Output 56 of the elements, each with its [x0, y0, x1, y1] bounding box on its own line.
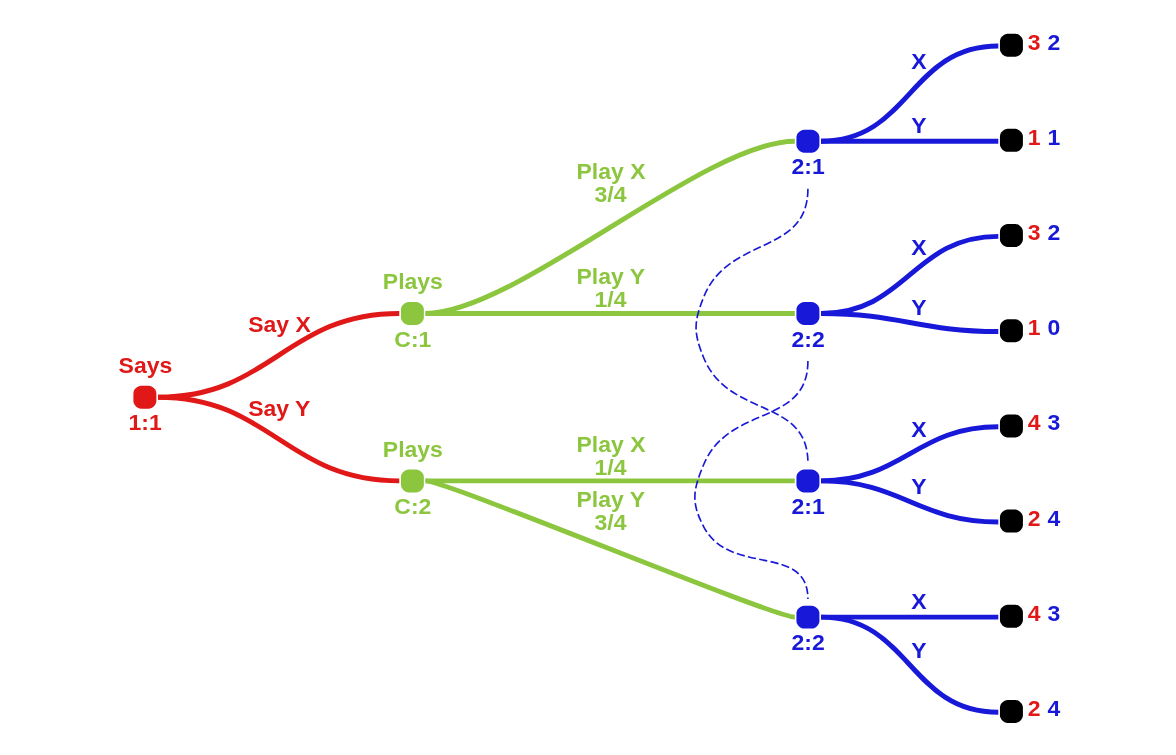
connector — [425, 138, 796, 316]
node-label: 4 — [1027, 409, 1041, 436]
edge-label: Y — [911, 112, 927, 139]
connector — [821, 138, 999, 144]
node-label: 3 — [1047, 409, 1061, 436]
connector — [424, 478, 796, 620]
node-circle — [999, 509, 1023, 533]
connector — [157, 394, 400, 484]
node-label: 4 — [1047, 504, 1061, 531]
connector — [425, 311, 795, 316]
node-circle — [999, 33, 1023, 57]
node-label: 1 — [1047, 123, 1061, 150]
node-label: 0 — [1047, 314, 1061, 341]
node-label: 3 — [1027, 218, 1041, 245]
edge-label: X — [911, 233, 927, 260]
edge-label: X — [911, 415, 927, 442]
node-label: 2:2 — [791, 629, 825, 656]
connector — [820, 43, 999, 144]
connector — [820, 478, 999, 525]
node-label: 2 — [1047, 28, 1061, 55]
node-label: 3 — [1027, 28, 1041, 55]
node-label: 4 — [1027, 599, 1041, 626]
node-label: C:2 — [394, 493, 432, 520]
edge-label: Say Y — [248, 394, 311, 421]
node-label: 2:1 — [791, 153, 825, 180]
node-label: Plays — [382, 268, 443, 295]
node-label: Says — [118, 351, 173, 378]
connector — [820, 614, 999, 715]
node-circle — [999, 700, 1023, 723]
edge-label: Y — [911, 473, 927, 500]
edge-label: Y — [911, 637, 927, 664]
node-label: 3 — [1047, 599, 1061, 626]
connector — [694, 360, 809, 600]
node-circle — [999, 604, 1023, 628]
node-circle — [999, 224, 1023, 247]
node-label: 2 — [1027, 504, 1041, 531]
connector — [695, 187, 809, 464]
edge-label: Y — [911, 294, 927, 321]
node-label: 4 — [1047, 694, 1061, 721]
node-label: 1:1 — [128, 409, 162, 436]
node-label: 1 — [1027, 123, 1041, 150]
node-label: 2 — [1027, 694, 1041, 721]
edge-label: X — [911, 588, 927, 615]
connector — [821, 311, 999, 334]
node-label: 2 — [1047, 218, 1061, 245]
node-circle — [999, 319, 1023, 343]
node-label: 2:2 — [791, 325, 825, 352]
edge-label: X — [911, 48, 927, 75]
connector — [425, 478, 795, 484]
node-label: C:1 — [394, 325, 432, 352]
node-label: Plays — [382, 435, 443, 462]
node-circle — [999, 414, 1023, 438]
node-label: 2:1 — [791, 493, 825, 520]
node-label: 1 — [1027, 314, 1041, 341]
edge-label: Say X — [248, 310, 311, 337]
node-circle — [999, 128, 1023, 152]
